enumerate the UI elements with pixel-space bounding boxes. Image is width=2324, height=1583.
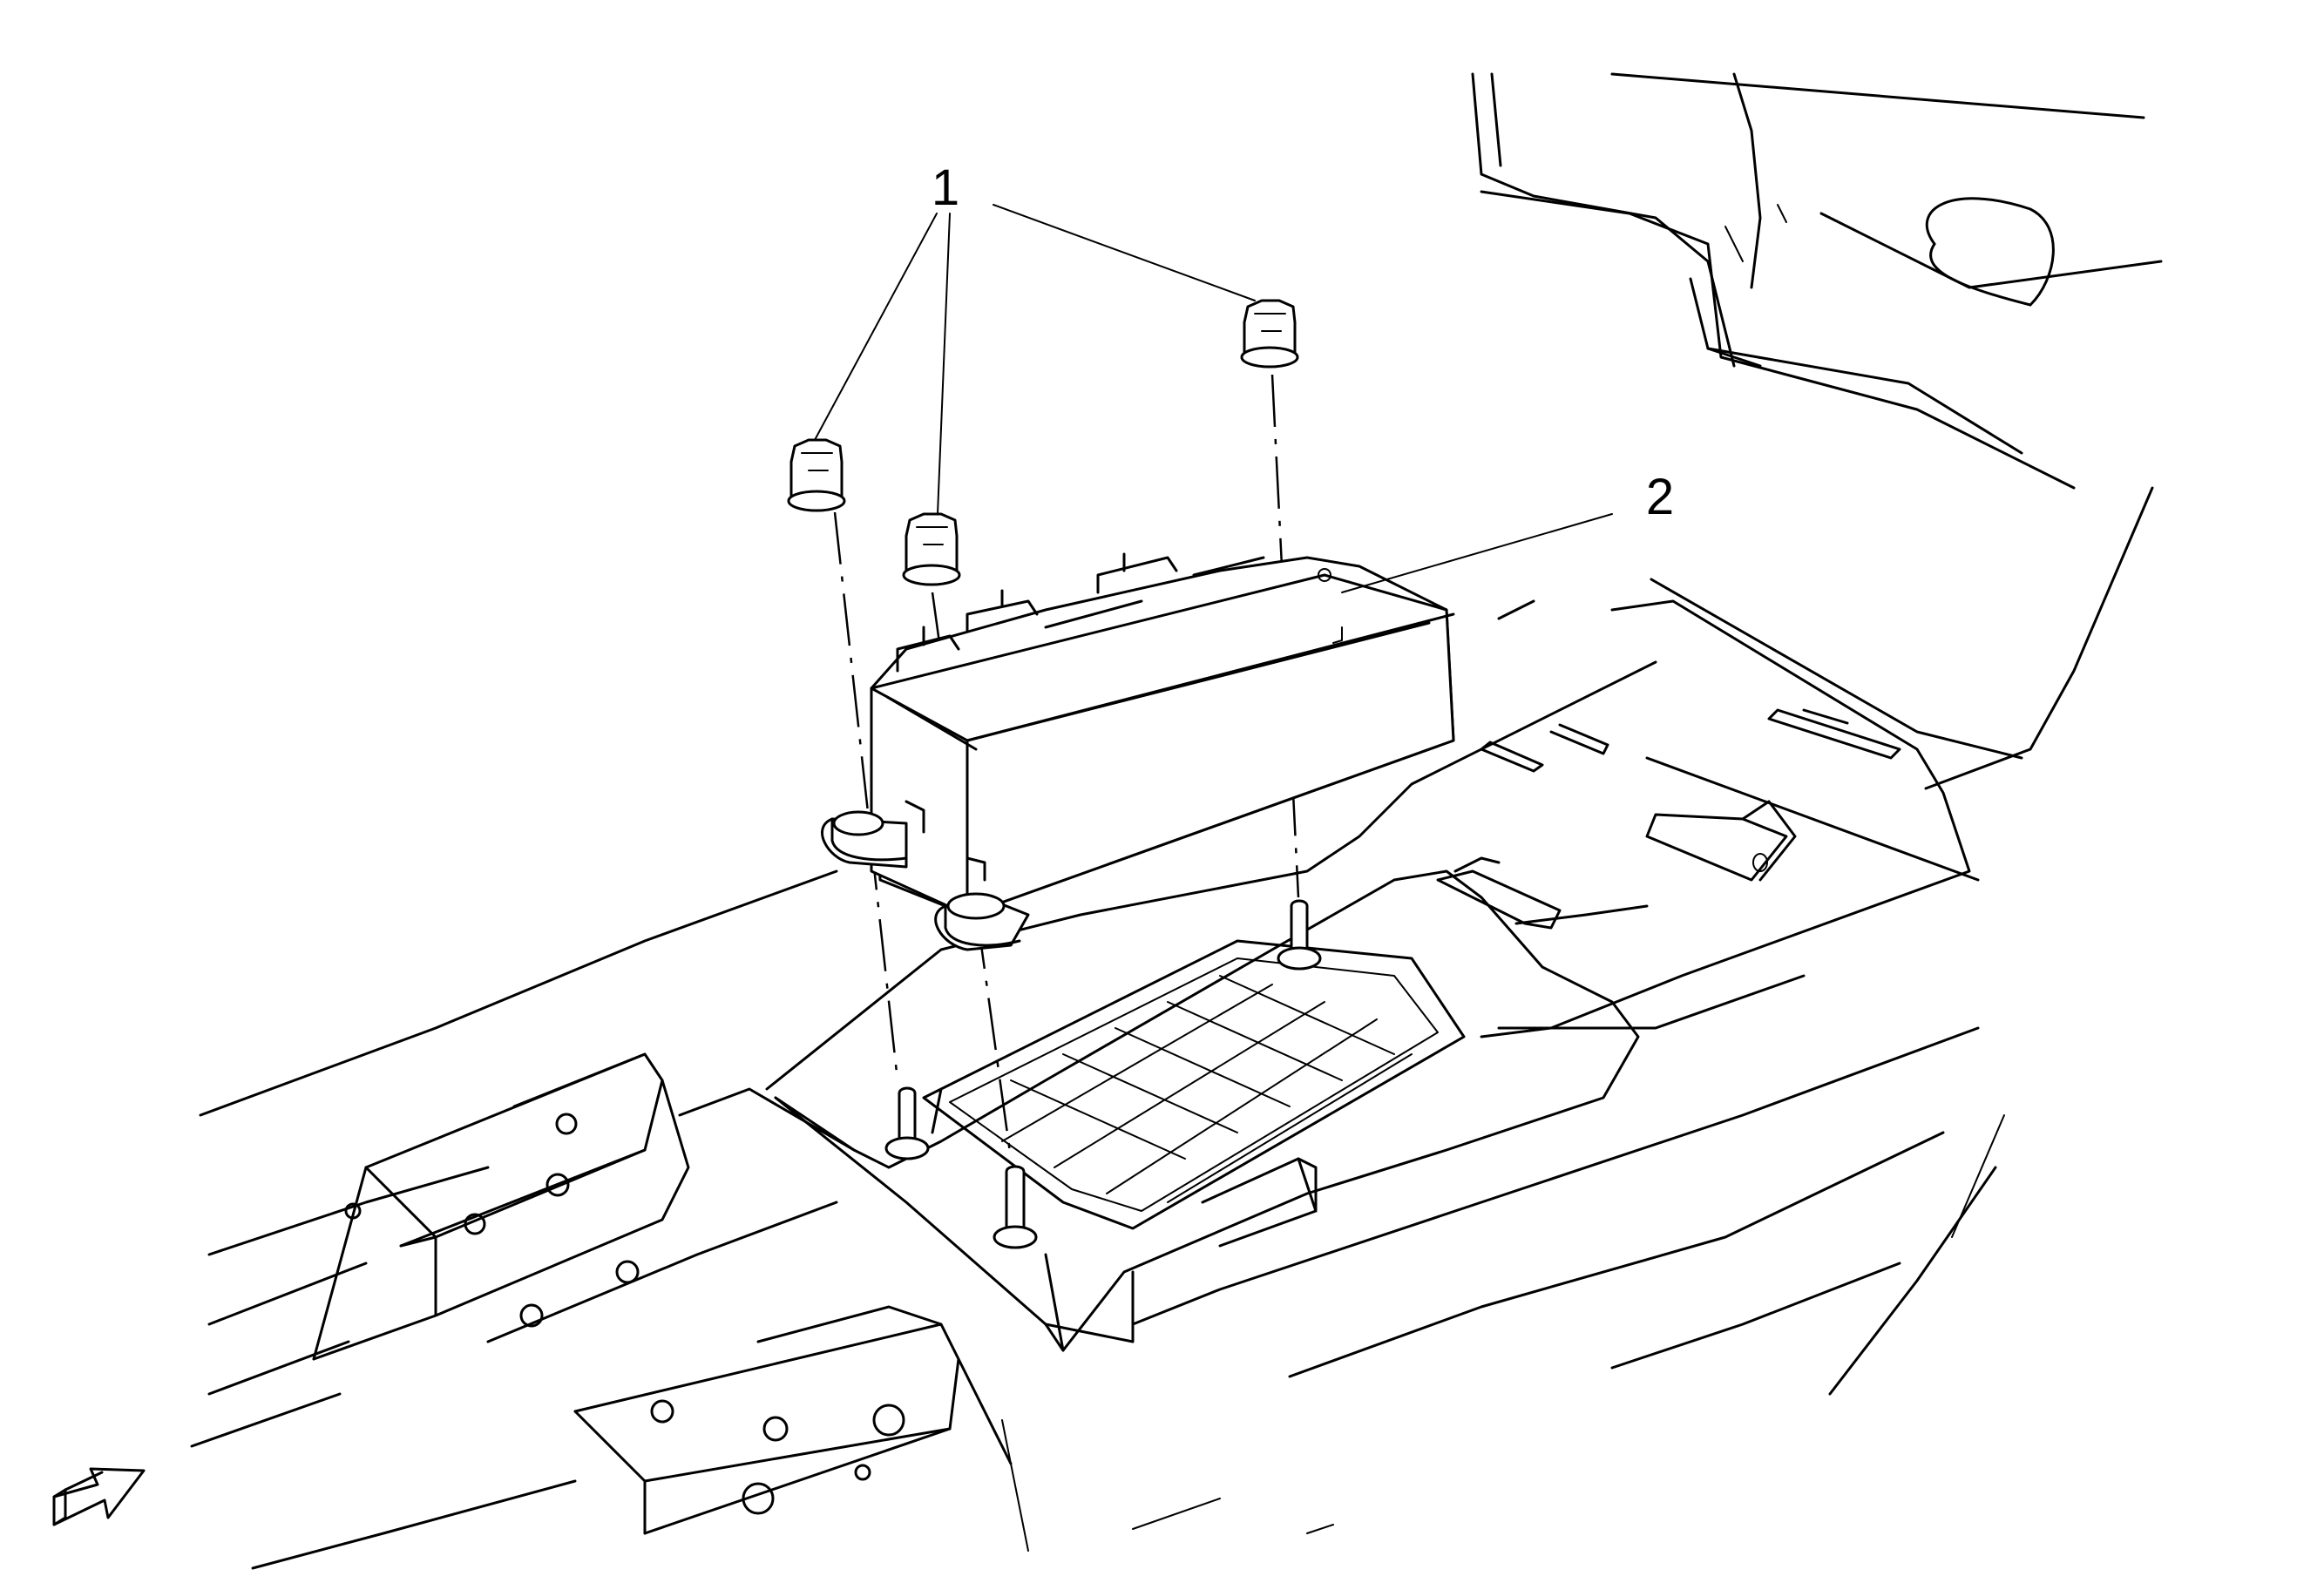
nut bbox=[787, 438, 846, 512]
module-mounting-bracket bbox=[774, 869, 1640, 1352]
rear-body-structure bbox=[1471, 72, 2163, 790]
callout-1-label: 1 bbox=[932, 159, 959, 216]
mounting-stud bbox=[993, 1165, 1038, 1249]
frame-rails bbox=[190, 869, 1029, 1570]
sensing-diagnostic-module bbox=[821, 552, 1455, 951]
mounting-stud bbox=[1277, 899, 1322, 971]
callout-2-label: 2 bbox=[1646, 469, 1674, 525]
nut bbox=[902, 512, 961, 586]
floor-panel bbox=[765, 599, 2005, 1534]
callout-1: 1 bbox=[814, 159, 1256, 515]
mounting-stud bbox=[884, 1086, 930, 1160]
nut bbox=[1240, 299, 1299, 369]
module-mounting-ear bbox=[934, 892, 1030, 951]
mounting-studs bbox=[884, 899, 1322, 1249]
module-nuts bbox=[787, 299, 1299, 586]
view-direction-arrow-icon bbox=[52, 1467, 146, 1526]
module-mounting-ear bbox=[821, 810, 908, 869]
callout-2: 2 bbox=[1341, 469, 1674, 593]
tray-mesh bbox=[1001, 975, 1413, 1203]
